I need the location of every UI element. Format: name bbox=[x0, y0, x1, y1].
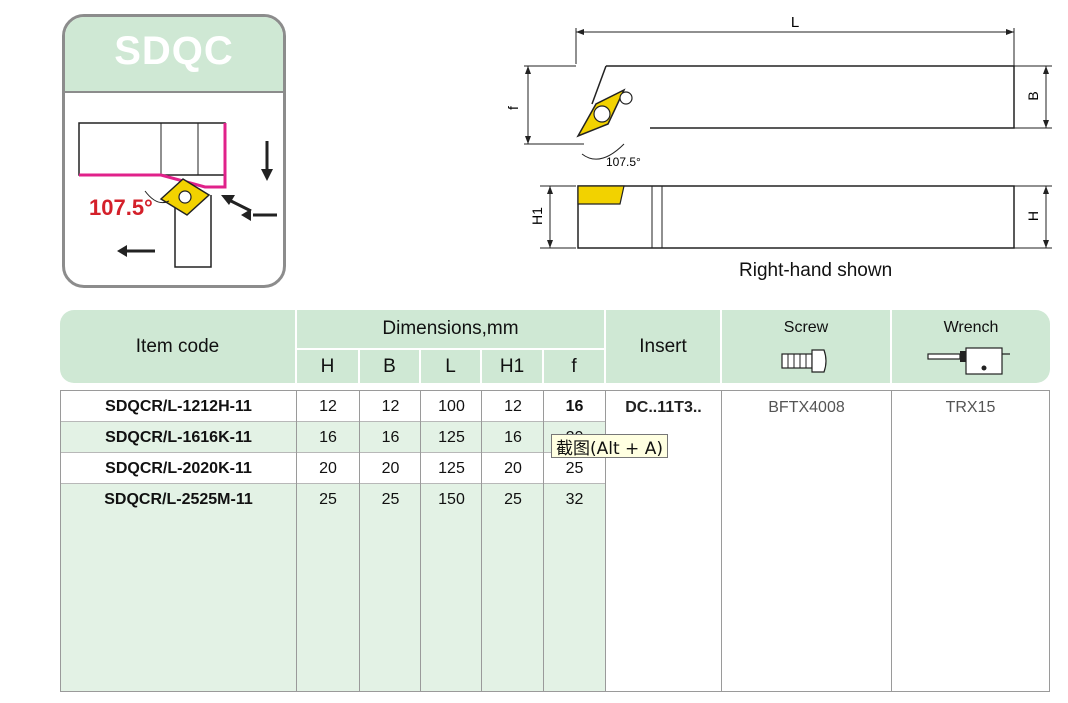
dim-f-label: f bbox=[505, 106, 521, 110]
item-code-cell: SDQCR/L-1616K-11 bbox=[105, 428, 252, 446]
insert-cell: DC..11T3.. bbox=[625, 399, 702, 416]
header-f: f bbox=[571, 355, 577, 377]
dim-H-label: H bbox=[1025, 211, 1041, 221]
B-cell: 20 bbox=[381, 459, 400, 477]
badge-title: SDQC bbox=[114, 29, 234, 73]
angle-label: 107.5° bbox=[606, 155, 641, 169]
screw-icon bbox=[781, 349, 827, 373]
header-dimensions: Dimensions,mm bbox=[382, 318, 519, 339]
item-code-cell: SDQCR/L-1212H-11 bbox=[105, 397, 252, 415]
table-row: SDQCR/L-1616K-11 16 16 125 16 20 bbox=[61, 422, 605, 453]
table-row: SDQCR/L-2525M-11 25 25 150 25 32 bbox=[61, 484, 605, 515]
header-wrench: Wrench bbox=[943, 319, 999, 336]
screenshot-tooltip: 截图(Alt + A) bbox=[551, 434, 668, 459]
header-insert: Insert bbox=[639, 335, 687, 357]
header-B: B bbox=[383, 355, 396, 377]
drawing-caption: Right-hand shown bbox=[739, 260, 893, 281]
L-cell: 125 bbox=[438, 428, 465, 446]
B-cell: 25 bbox=[381, 490, 400, 508]
L-cell: 125 bbox=[438, 459, 465, 477]
item-code-cell: SDQCR/L-2020K-11 bbox=[105, 459, 252, 477]
H1-cell: 20 bbox=[504, 459, 522, 477]
B-cell: 16 bbox=[381, 428, 400, 446]
dim-H1-label: H1 bbox=[529, 207, 545, 225]
table-row: SDQCR/L-2020K-11 20 20 125 20 25 bbox=[61, 453, 605, 484]
wrench-icon bbox=[927, 347, 1010, 375]
header-H: H bbox=[320, 355, 335, 377]
tool-drawing: L f 107.5° B H1 H bbox=[505, 14, 1052, 249]
H-cell: 20 bbox=[319, 459, 337, 477]
H-cell: 12 bbox=[319, 397, 337, 415]
item-code-cell: SDQCR/L-2525M-11 bbox=[104, 490, 253, 508]
wrench-cell: TRX15 bbox=[945, 399, 996, 416]
toolholder-sketch bbox=[78, 122, 277, 268]
tool-type-badge: SDQC 107.5° bbox=[62, 14, 286, 288]
header-H1: H1 bbox=[499, 355, 525, 377]
badge-header: SDQC bbox=[65, 17, 283, 93]
dim-B-label: B bbox=[1025, 91, 1041, 100]
header-item-code: Item code bbox=[135, 335, 220, 357]
H-cell: 16 bbox=[319, 428, 337, 446]
H1-cell: 25 bbox=[504, 490, 522, 508]
f-cell: 16 bbox=[565, 397, 584, 415]
table-row: SDQCR/L-1212H-11 12 12 100 12 16 bbox=[61, 391, 605, 422]
dim-L-label: L bbox=[791, 14, 799, 31]
header-L: L bbox=[445, 355, 456, 377]
badge-angle: 107.5° bbox=[89, 195, 153, 220]
H1-cell: 16 bbox=[504, 428, 522, 446]
f-cell: 25 bbox=[565, 459, 584, 477]
table-header: Item code Dimensions,mm H B L H1 f Inser… bbox=[60, 310, 1050, 383]
L-cell: 100 bbox=[438, 397, 465, 415]
H1-cell: 12 bbox=[504, 397, 522, 415]
screw-cell: BFTX4008 bbox=[768, 399, 845, 416]
L-cell: 150 bbox=[438, 490, 465, 508]
H-cell: 25 bbox=[319, 490, 337, 508]
table-body: SDQCR/L-1212H-11 12 12 100 12 16 SDQCR/L… bbox=[60, 390, 1050, 692]
f-cell: 32 bbox=[565, 490, 584, 508]
header-screw: Screw bbox=[783, 319, 829, 336]
B-cell: 12 bbox=[381, 397, 400, 415]
